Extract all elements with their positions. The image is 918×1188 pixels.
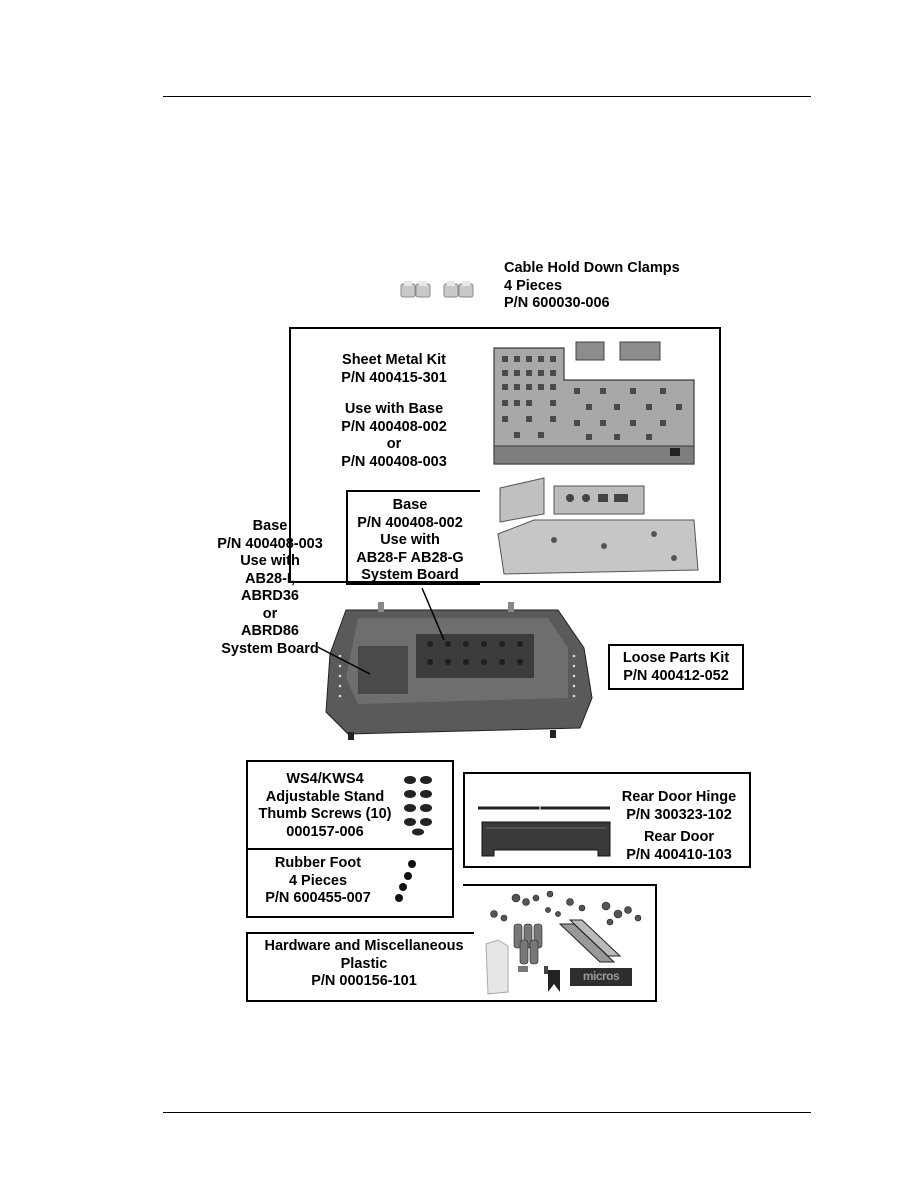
hardware-photo-box xyxy=(463,884,657,1002)
cable-clamps-label: Cable Hold Down Clamps 4 Pieces P/N 6000… xyxy=(504,260,680,311)
loose-parts-kit-label: Loose Parts Kit P/N 400412-052 xyxy=(622,650,730,684)
sheet-metal-plate-photo xyxy=(497,477,699,575)
hardware-box xyxy=(246,932,474,1002)
sheet-metal-chassis-photo xyxy=(493,341,695,465)
sheet-metal-kit-label: Sheet Metal Kit P/N 400415-301 xyxy=(341,352,447,386)
sheet-metal-use-label: Use with Base P/N 400408-002 or P/N 4004… xyxy=(341,401,447,470)
base-002-box xyxy=(346,490,480,585)
sheet-metal-kit-box xyxy=(289,327,721,583)
hardware-label: Hardware and Miscellaneous Plastic P/N 0… xyxy=(264,938,464,989)
rear-door-hinge-label: Rear Door Hinge P/N 300323-102 xyxy=(621,789,737,823)
loose-parts-kit-box xyxy=(608,644,744,690)
hardware-photo xyxy=(485,890,642,995)
rear-door-box xyxy=(463,772,751,868)
rear-door-label: Rear Door P/N 400410-103 xyxy=(626,829,732,863)
rear-door-photo xyxy=(481,821,611,857)
thumb-screws-label: WS4/KWS4 Adjustable Stand Thumb Screws (… xyxy=(258,771,392,840)
header-rule xyxy=(163,96,811,97)
base-tray-photo xyxy=(318,588,593,740)
rubber-foot-label: Rubber Foot 4 Pieces P/N 600455-007 xyxy=(265,855,371,906)
footer-rule xyxy=(163,1112,811,1113)
rubber-foot-box xyxy=(246,848,454,918)
rubber-foot-photo xyxy=(395,860,416,902)
thumb-screws-photo xyxy=(404,776,432,836)
micros-logo: micros xyxy=(582,969,620,983)
cable-clamps-photo xyxy=(400,281,474,298)
base-002-label: Base P/N 400408-002 Use with AB28-F AB28… xyxy=(356,497,464,583)
rear-door-hinge-photo xyxy=(478,805,610,811)
base-003-label: Base P/N 400408-003 Use with AB28-I, ABR… xyxy=(217,518,323,657)
